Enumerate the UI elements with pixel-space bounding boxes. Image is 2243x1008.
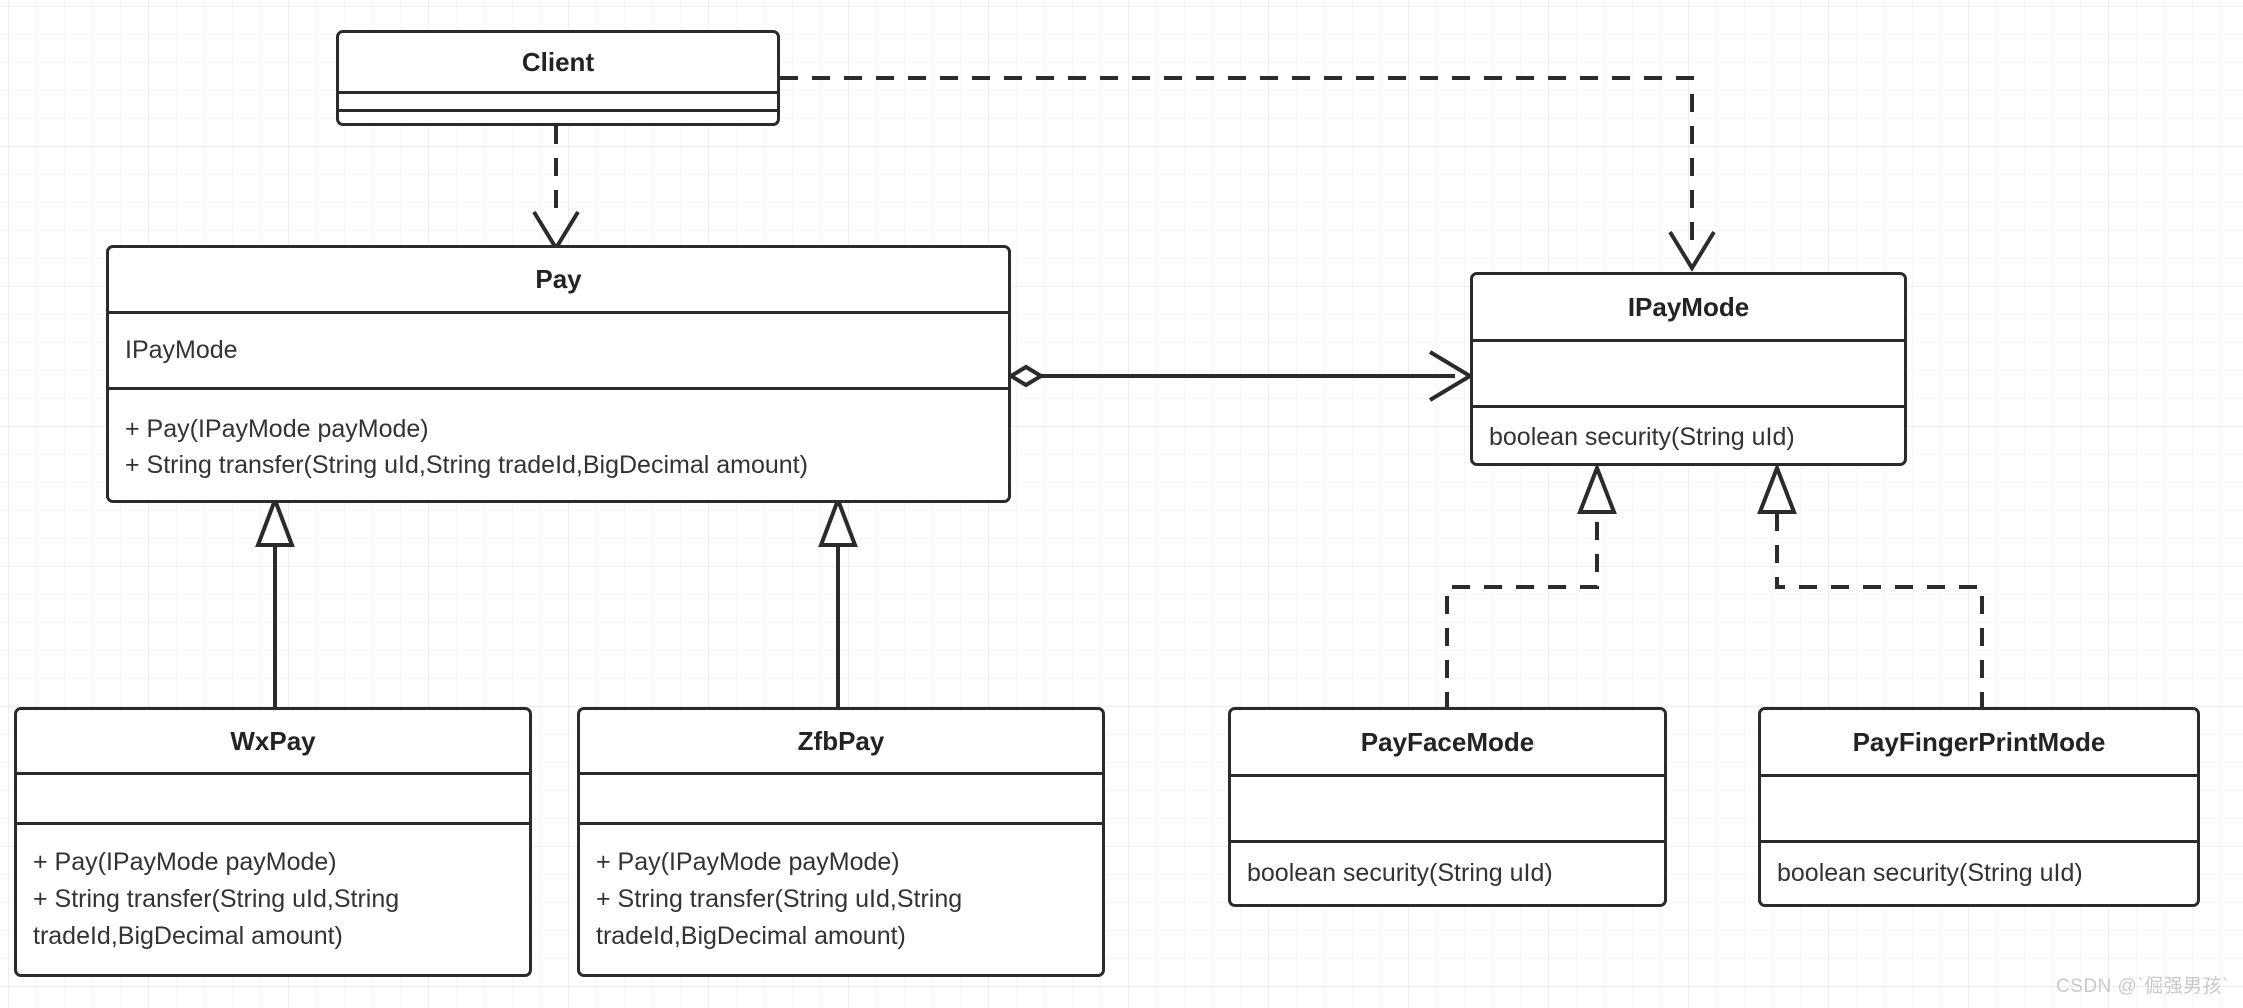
watermark-text: CSDN @`倔强男孩` (2055, 976, 2229, 997)
class-attributes-zfbpay (580, 775, 1102, 822)
edge-client-to-pay (532, 126, 580, 252)
class-methods-client (339, 112, 777, 123)
class-method: + Pay(IPayMode payMode) (596, 848, 900, 876)
class-box-ipaymode[interactable]: IPayMode boolean security(String uId) (1470, 272, 1907, 466)
class-separator (339, 91, 777, 94)
class-attribute: IPayMode (125, 336, 238, 364)
edge-zfbpay-to-pay (818, 494, 858, 710)
class-separator (580, 772, 1102, 775)
class-separator (1761, 840, 2197, 843)
class-method: boolean security(String uId) (1247, 859, 1553, 887)
class-separator (17, 772, 529, 775)
class-attributes-wxpay (17, 775, 529, 822)
class-methods-payfacemode: boolean security(String uId) (1231, 843, 1664, 904)
class-title-payfacemode: PayFaceMode (1360, 726, 1535, 757)
edge-pay-to-ipaymode (1007, 350, 1474, 402)
edge-payfingerprintmode-to-ipaymode (1757, 462, 1984, 710)
class-separator (1473, 339, 1904, 342)
class-box-payfacemode[interactable]: PayFaceMode boolean security(String uId) (1228, 707, 1667, 907)
class-method: + Pay(IPayMode payMode) (125, 414, 429, 443)
edge-client-to-ipaymode (780, 76, 1716, 272)
class-attributes-ipaymode (1473, 342, 1904, 405)
edge-wxpay-to-pay (255, 494, 295, 710)
class-separator (580, 822, 1102, 825)
class-methods-payfingerprintmode: boolean security(String uId) (1761, 843, 2197, 904)
class-box-client[interactable]: Client (336, 30, 780, 126)
class-methods-wxpay: + Pay(IPayMode payMode) + String transfe… (17, 825, 529, 974)
class-separator (1473, 405, 1904, 408)
class-box-wxpay[interactable]: WxPay + Pay(IPayMode payMode) + String t… (14, 707, 532, 977)
class-methods-zfbpay: + Pay(IPayMode payMode) + String transfe… (580, 825, 1102, 974)
class-method: boolean security(String uId) (1777, 859, 2083, 887)
class-box-zfbpay[interactable]: ZfbPay + Pay(IPayMode payMode) + String … (577, 707, 1105, 977)
class-method: + String transfer(String uId,String trad… (596, 885, 963, 950)
class-box-pay[interactable]: Pay IPayMode + Pay(IPayMode payMode) + S… (106, 245, 1011, 503)
class-methods-pay: + Pay(IPayMode payMode) + String transfe… (109, 390, 1008, 500)
class-separator (339, 109, 777, 112)
class-method: boolean security(String uId) (1489, 422, 1795, 451)
class-method: + Pay(IPayMode payMode) (33, 848, 337, 876)
class-separator (1231, 774, 1664, 777)
class-title-wxpay: WxPay (230, 725, 316, 756)
class-method: + String transfer(String uId,String trad… (125, 450, 808, 479)
class-box-payfingerprintmode[interactable]: PayFingerPrintMode boolean security(Stri… (1758, 707, 2200, 907)
class-title-pay: Pay (535, 264, 582, 294)
class-methods-ipaymode: boolean security(String uId) (1473, 408, 1904, 463)
class-separator (1761, 774, 2197, 777)
class-separator (109, 387, 1008, 390)
class-attributes-payfingerprintmode (1761, 777, 2197, 840)
edge-payfacemode-to-ipaymode (1445, 462, 1617, 710)
class-method: + String transfer(String uId,String trad… (33, 885, 400, 950)
class-attributes-client (339, 94, 777, 109)
class-separator (109, 311, 1008, 314)
class-attributes-pay: IPayMode (109, 314, 1008, 387)
class-separator (1231, 840, 1664, 843)
class-attributes-payfacemode (1231, 777, 1664, 840)
class-title-zfbpay: ZfbPay (797, 725, 885, 756)
class-separator (17, 822, 529, 825)
class-title-client: Client (521, 46, 595, 77)
class-title-payfingerprintmode: PayFingerPrintMode (1852, 726, 2106, 757)
class-title-ipaymode: IPayMode (1627, 291, 1750, 322)
